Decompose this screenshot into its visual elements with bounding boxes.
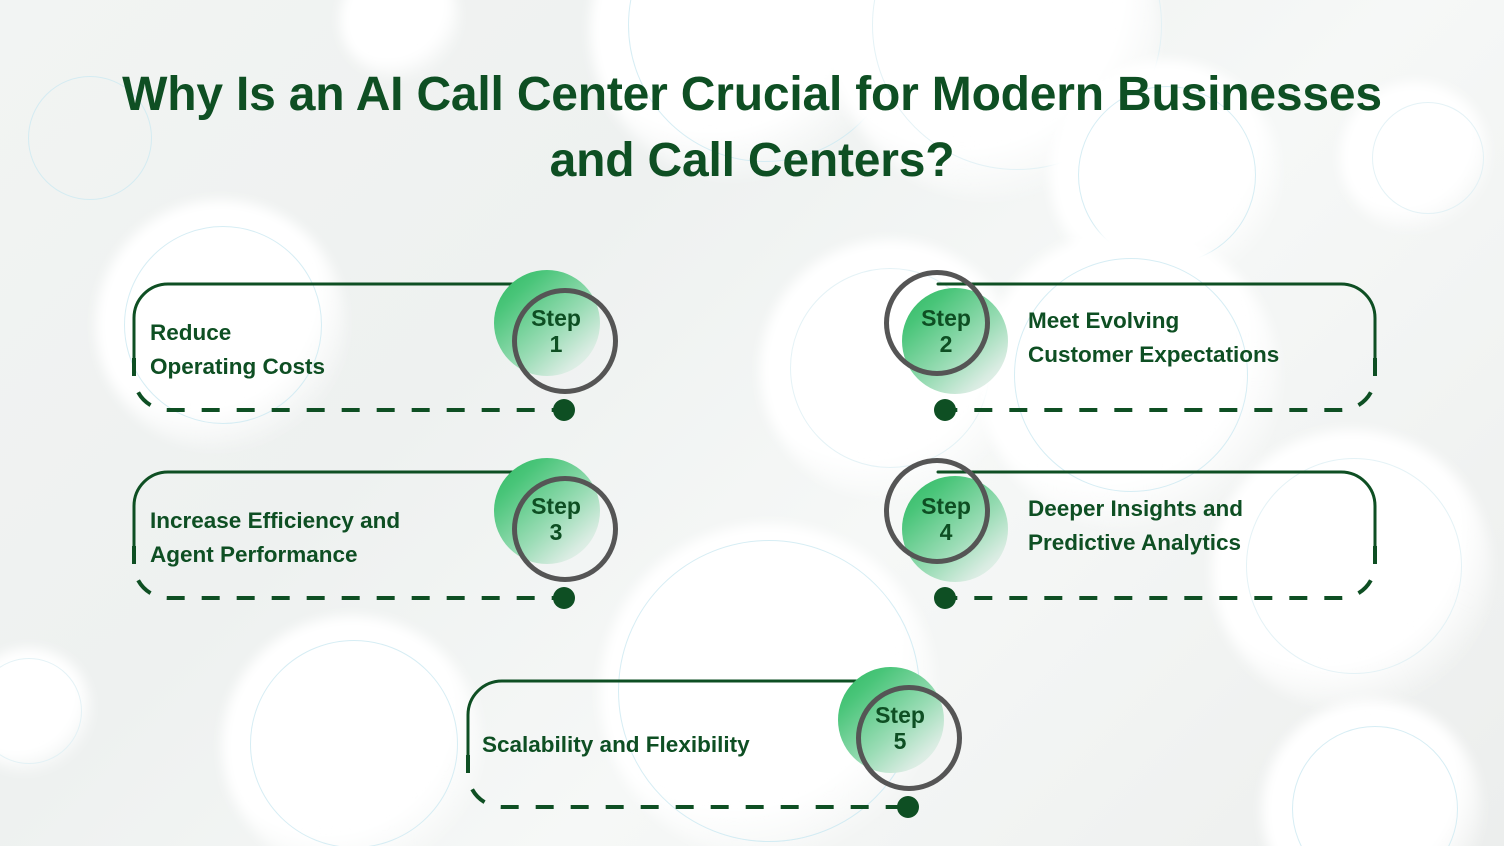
- step-label-3: Increase Efficiency and Agent Performanc…: [150, 508, 401, 567]
- card-outline: [934, 282, 1377, 421]
- decor-ring: [1292, 726, 1458, 846]
- decor-blob: [1262, 700, 1482, 846]
- card-outline: [466, 679, 919, 818]
- page-title: Why Is an AI Call Center Crucial for Mod…: [122, 68, 1382, 188]
- badge-ring: [884, 270, 990, 376]
- badge-word: Step: [531, 305, 581, 332]
- step-label-2: Meet Evolving Customer Expectations: [1028, 308, 1280, 367]
- step-badge-2[interactable]: Step 2: [884, 270, 1008, 394]
- badge-word: Step: [921, 493, 971, 520]
- badge-ring: [512, 288, 618, 394]
- decor-blob: [222, 616, 482, 846]
- step-badge-3[interactable]: Step 3: [494, 458, 618, 582]
- badge-text: Step 5: [847, 676, 953, 782]
- decor-ring: [250, 640, 458, 846]
- badge-ring: [856, 685, 962, 791]
- badge-ring: [512, 476, 618, 582]
- step-badge-5[interactable]: Step 5: [838, 667, 962, 791]
- card-outline: [934, 470, 1377, 609]
- decor-ring: [0, 658, 82, 764]
- badge-number: 1: [549, 331, 563, 357]
- badge-text: Step 1: [503, 279, 609, 385]
- badge-word: Step: [875, 702, 925, 729]
- badge-number: 3: [549, 519, 563, 545]
- card-outline: [132, 470, 575, 609]
- badge-number: 5: [893, 728, 907, 754]
- step-label-4: Deeper Insights and Predictive Analytics: [1028, 496, 1244, 555]
- card-outline: [132, 282, 575, 421]
- step-label-1: Reduce Operating Costs: [150, 320, 326, 379]
- step-badge-1[interactable]: Step 1: [494, 270, 618, 394]
- badge-number: 2: [939, 331, 953, 357]
- badge-text: Step 3: [503, 467, 609, 573]
- badge-text: Step 4: [893, 467, 999, 573]
- step-label-5: Scalability and Flexibility: [482, 732, 750, 757]
- badge-number: 4: [939, 519, 953, 545]
- decor-blob: [0, 648, 92, 774]
- badge-word: Step: [531, 493, 581, 520]
- badge-text: Step 2: [893, 279, 999, 385]
- step-badge-4[interactable]: Step 4: [884, 458, 1008, 582]
- badge-word: Step: [921, 305, 971, 332]
- badge-ring: [884, 458, 990, 564]
